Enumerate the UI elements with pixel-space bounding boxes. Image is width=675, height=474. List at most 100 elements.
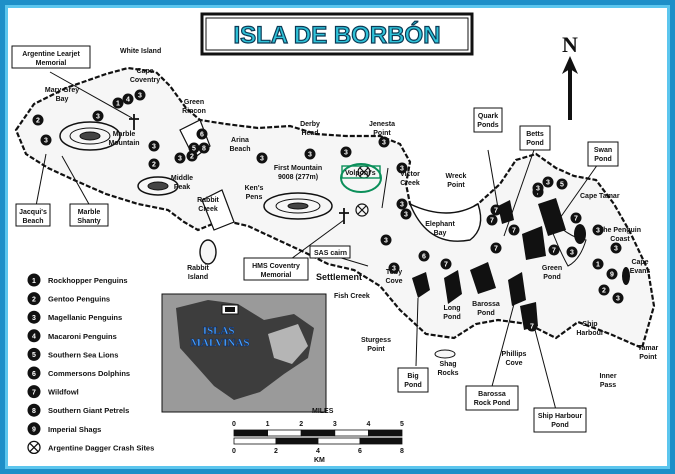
wildlife-marker-number: 7 <box>574 216 578 223</box>
label-penguin-coast-2: Coast <box>610 236 630 243</box>
label-marble-mountain-1: Marble <box>113 131 136 138</box>
label-barossa-pond-1: Barossa <box>472 301 500 308</box>
boxed-labels <box>11 45 619 433</box>
legend-label: Macaroni Penguins <box>48 332 117 341</box>
wildlife-marker-circle <box>396 198 408 210</box>
label-argentine-learjet-2: Memorial <box>36 60 67 67</box>
label-green-rincon-2: Rincon <box>182 108 206 115</box>
wildlife-marker-number: 3 <box>44 138 48 145</box>
wildlife-marker-number: 7 <box>530 324 534 331</box>
label-ship-harbour-pond-1: Ship Harbour <box>538 413 583 420</box>
label-middle-peak-2: Peak <box>174 184 190 191</box>
wildlife-marker-number: 3 <box>138 93 142 100</box>
wildlife-marker-circle <box>566 246 578 258</box>
miles-tick-label: 1 <box>266 421 270 428</box>
label-swan-pond-2: Pond <box>594 156 612 163</box>
km-tick-label: 0 <box>232 448 236 455</box>
label-sas-cairn: SAS cairn <box>314 250 347 257</box>
legend-number: 3 <box>32 315 36 322</box>
label-derby-head-1: Derby <box>300 121 320 128</box>
label-inner-pass-1: Inner <box>599 373 616 380</box>
legend-number: 4 <box>32 334 36 341</box>
label-fish-creek: Fish Creek <box>334 293 370 300</box>
label-elephant-bay-1: Elephant <box>425 221 455 228</box>
label-rabbit-island-2: Island <box>188 274 208 281</box>
label-mary-grey-bay-1: Mary Grey <box>45 87 79 94</box>
wildlife-marker-circle <box>542 176 554 188</box>
legend-marker <box>27 403 41 417</box>
legend-marker <box>27 310 41 324</box>
label-barossa-rock-pond-2: Rock Pond <box>474 400 511 407</box>
wildlife-marker-circle <box>396 162 408 174</box>
label-marble-shanty-1: Marble <box>78 209 101 216</box>
label-ship-harbour-1: Ship <box>582 321 597 328</box>
label-wreck-point-1: Wreck <box>446 173 467 180</box>
volponis-ring <box>340 163 382 193</box>
wildlife-marker-number: 9 <box>610 272 614 279</box>
label-rabbit-creek-2: Creek <box>198 206 218 213</box>
wildlife-marker-number: 3 <box>404 212 408 219</box>
wildlife-marker-number: 7 <box>444 262 448 269</box>
legend-label: Gentoo Penguins <box>48 295 110 304</box>
map-canvas: ISLA DE BORBÓN N <box>11 12 659 464</box>
wildlife-marker-circle <box>378 136 390 148</box>
label-inner-pass-2: Pass <box>600 382 616 389</box>
label-cape-coventry-1: Cape <box>136 68 153 75</box>
wildlife-marker-number: 3 <box>96 114 100 121</box>
wildlife-marker-number: 3 <box>546 180 550 187</box>
wildlife-marker-number: 1 <box>116 101 120 108</box>
wildlife-marker-number: 3 <box>384 238 388 245</box>
label-marble-mountain-2: Mountain <box>108 140 139 147</box>
wildlife-marker-circle <box>612 292 624 304</box>
wildlife-marker-circle <box>610 242 622 254</box>
miles-bar-segment <box>233 429 268 437</box>
wildlife-marker-circle <box>418 250 430 262</box>
inset-label-1: ISLAS <box>203 325 235 337</box>
legend-number: 1 <box>32 278 36 285</box>
km-bar-segment <box>359 437 403 445</box>
legend-number: 8 <box>32 408 36 415</box>
wildlife-marker-number: 3 <box>344 150 348 157</box>
wildlife-marker-number: 3 <box>308 152 312 159</box>
title-banner: ISLA DE BORBÓN <box>200 12 474 56</box>
wildlife-marker-number: 7 <box>512 228 516 235</box>
label-settlement: Settlement <box>316 272 362 282</box>
km-bar-segment <box>275 437 319 445</box>
wildlife-marker-circle <box>32 114 44 126</box>
wildlife-marker-circle <box>122 93 134 105</box>
label-volponis: Volponi's <box>345 170 376 177</box>
miles-tick-label: 3 <box>333 421 337 428</box>
island-landmass <box>14 66 656 350</box>
label-jenesta-point-2: Point <box>373 130 391 137</box>
legend-label: Rockhopper Penguins <box>48 276 128 285</box>
wildlife-marker-number: 3 <box>260 156 264 163</box>
label-tamar-point-1: Tamar <box>638 345 659 352</box>
wildlife-marker-number: 6 <box>422 254 426 261</box>
wildlife-marker-circle <box>598 284 610 296</box>
legend-label: Southern Sea Lions <box>48 350 118 359</box>
legend-marker <box>27 385 41 399</box>
wildlife-marker-circle <box>92 110 104 122</box>
label-phillips-cove-2: Cove <box>505 360 522 367</box>
scale-miles-label: MILES <box>312 408 334 415</box>
label-barossa-pond-2: Pond <box>477 310 495 317</box>
wildlife-marker-number: 4 <box>126 97 130 104</box>
label-green-rincon-1: Green <box>184 99 204 106</box>
miles-bar-segment <box>267 429 302 437</box>
